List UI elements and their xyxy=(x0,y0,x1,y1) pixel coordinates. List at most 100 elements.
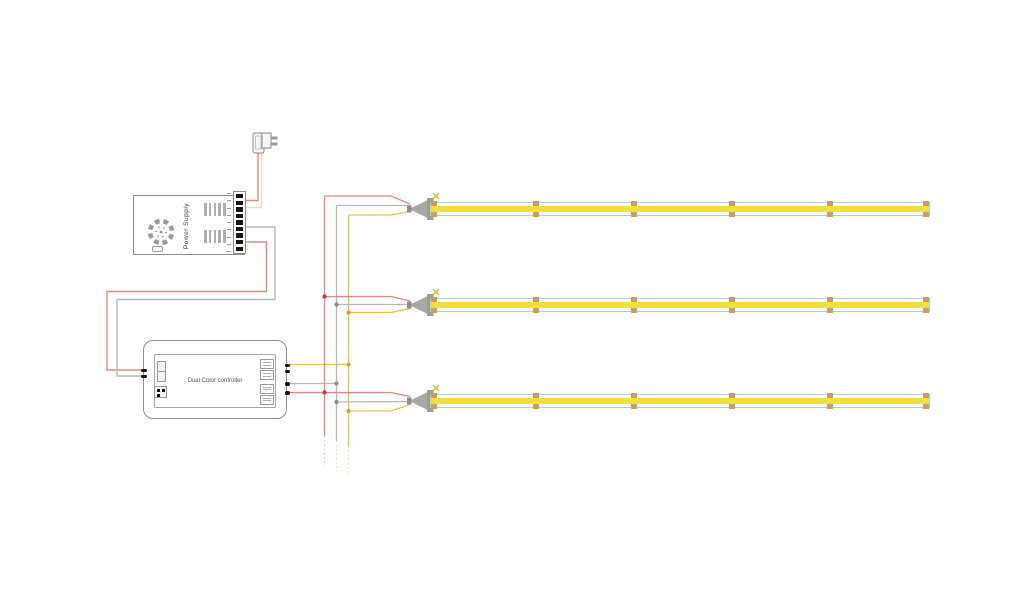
cut-mark-icon xyxy=(432,288,440,296)
controller-connector-chip xyxy=(154,386,167,398)
terminal-cell xyxy=(236,246,243,251)
connector-body xyxy=(409,295,430,315)
solder-pad xyxy=(922,297,929,302)
terminal-cell xyxy=(236,200,243,205)
solder-pad xyxy=(631,392,637,398)
solder-pad xyxy=(430,200,437,206)
controller-input-terminal xyxy=(157,361,166,382)
controller-label: Dual Color controller xyxy=(187,378,243,384)
solder-pad xyxy=(729,392,735,398)
strip2-branch-wire-red xyxy=(324,295,411,302)
solder-pad xyxy=(922,308,929,313)
psu-to-controller-wire-gray xyxy=(116,226,276,377)
cob-led-band xyxy=(431,397,929,404)
solder-pad xyxy=(533,297,539,302)
terminal-cell xyxy=(236,213,243,219)
strip-body xyxy=(430,393,930,408)
led-strip xyxy=(405,192,933,226)
power-supply: Power Supply xyxy=(133,195,245,255)
strip1-branch-wire-red xyxy=(324,195,411,205)
solder-pad xyxy=(827,403,833,409)
terminal-cell xyxy=(236,233,243,238)
solder-pad xyxy=(729,200,735,206)
solder-pad xyxy=(430,392,437,398)
ac-plug-icon xyxy=(252,132,278,154)
terminal-cell xyxy=(236,226,243,232)
strip1-branch-wire-yellow xyxy=(348,210,411,216)
solder-pad xyxy=(631,308,637,313)
controller-output-terminal xyxy=(260,383,274,394)
psu-to-controller-wire-red xyxy=(106,241,268,371)
controller-faceplate: Dual Color controller xyxy=(154,354,276,408)
solder-pad xyxy=(827,200,833,206)
terminal-cell xyxy=(236,220,243,225)
solder-pad xyxy=(631,403,637,409)
solder-pad xyxy=(922,403,929,409)
cob-led-band xyxy=(431,302,929,308)
solder-pad xyxy=(533,403,539,409)
controller-output-terminal xyxy=(260,359,274,369)
solder-pad xyxy=(827,308,833,313)
psu-vent-slot xyxy=(152,246,163,252)
connector-tip xyxy=(407,301,412,309)
cut-mark-icon xyxy=(432,192,440,199)
terminal-cell xyxy=(236,194,243,199)
connector-tip xyxy=(407,397,412,404)
led-strip xyxy=(405,384,933,418)
solder-pad xyxy=(533,308,539,313)
vent-slots xyxy=(204,203,226,216)
solder-pad xyxy=(631,297,637,302)
plug-wire-cream xyxy=(245,151,263,209)
input-pin xyxy=(141,374,147,379)
solder-pad xyxy=(729,211,735,217)
junction-dot xyxy=(346,310,351,315)
junction-dot xyxy=(322,390,327,395)
strip3-branch-wire-red xyxy=(324,391,411,398)
terminal-cell xyxy=(236,207,243,212)
junction-dot xyxy=(334,302,339,307)
strip-body xyxy=(430,298,930,312)
cut-mark-icon xyxy=(432,384,440,391)
solder-pad xyxy=(827,211,833,217)
solder-pad xyxy=(729,297,735,302)
connector-body xyxy=(409,198,430,219)
dual-color-controller: Dual Color controller xyxy=(141,340,291,419)
connector-tip xyxy=(407,205,412,212)
solder-pad xyxy=(631,211,637,217)
solder-pad xyxy=(827,392,833,398)
solder-pad xyxy=(430,308,437,313)
junction-dots xyxy=(322,294,351,414)
strip-body xyxy=(430,201,930,216)
output-pin xyxy=(284,391,291,395)
solder-pad xyxy=(922,392,929,398)
junction-dot xyxy=(346,408,351,414)
cob-led-band xyxy=(431,205,929,212)
controller-output-terminal xyxy=(260,394,274,405)
strip3-branch-wire-yellow xyxy=(348,403,411,412)
output-pin xyxy=(284,369,291,374)
input-pin xyxy=(141,368,147,373)
plug-wire-red xyxy=(245,151,259,202)
solder-pad xyxy=(533,200,539,206)
solder-pad xyxy=(430,297,437,302)
psu-terminal-labels xyxy=(227,193,231,252)
strip2-branch-wire-yellow xyxy=(348,307,411,314)
junction-dot xyxy=(346,362,351,367)
psu-terminal-block xyxy=(233,191,246,254)
fan-icon xyxy=(147,218,175,246)
junction-dot xyxy=(334,399,339,405)
vent-slots xyxy=(204,230,226,243)
solder-pad xyxy=(430,211,437,217)
solder-pad xyxy=(533,211,539,217)
output-pin xyxy=(284,382,291,386)
junction-dot xyxy=(322,294,327,299)
solder-pad xyxy=(922,200,929,206)
solder-pad xyxy=(729,308,735,313)
strip3-branch-wire-gray xyxy=(336,400,411,403)
solder-pad xyxy=(631,200,637,206)
solder-pad xyxy=(430,403,437,409)
terminal-cell xyxy=(236,239,243,245)
solder-pad xyxy=(729,403,735,409)
